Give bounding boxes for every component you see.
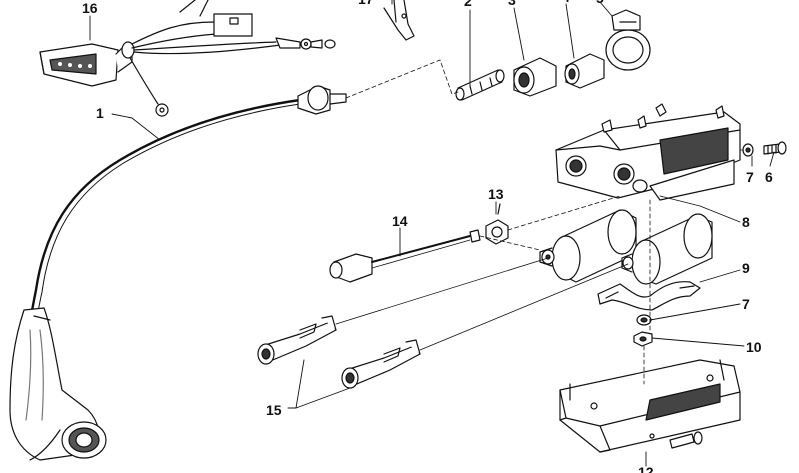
part-8-bracket-housing [555, 103, 741, 201]
callout-7-lower: 7 [742, 296, 750, 312]
callout-15: 15 [266, 402, 282, 418]
leader-lines [89, 0, 775, 467]
callout-10: 10 [746, 339, 762, 355]
callout-17: 17 [358, 0, 374, 6]
part-15-cap-upper [257, 315, 337, 365]
callout-16: 16 [82, 0, 98, 16]
part-12-base-plate [559, 359, 741, 453]
callout-2: 2 [464, 0, 472, 9]
part-9-saddle [597, 281, 701, 311]
callout-6: 6 [765, 169, 773, 185]
callout-14: 14 [392, 213, 408, 229]
callout-7-upper: 7 [746, 169, 754, 185]
coil-right [621, 213, 713, 285]
part-16-connector-harness [39, 0, 336, 117]
callout-4: 4 [562, 0, 570, 4]
callout-12: 12 [638, 464, 654, 473]
part-2-sleeve [455, 69, 505, 101]
part-7-washer-upper [742, 143, 754, 157]
part-15-cap-lower [341, 339, 421, 389]
part-7-washer-lower [636, 314, 652, 326]
callout-5: 5 [596, 0, 604, 5]
part-1-cable [9, 85, 347, 461]
callout-1: 1 [96, 105, 104, 121]
part-3-nut [513, 57, 557, 97]
part-4-adapter [564, 53, 605, 89]
part-17-bracket [383, 0, 415, 41]
callout-13: 13 [488, 186, 504, 202]
callout-9: 9 [742, 260, 750, 276]
callout-3: 3 [508, 0, 516, 8]
part-5-clamp [605, 9, 651, 71]
part-6-screw [763, 141, 787, 155]
part-14-lead-cable [329, 229, 481, 283]
callout-8: 8 [742, 214, 750, 230]
part-10-nut [633, 331, 653, 347]
coil-left [539, 209, 637, 283]
part-13-clip [485, 203, 509, 245]
